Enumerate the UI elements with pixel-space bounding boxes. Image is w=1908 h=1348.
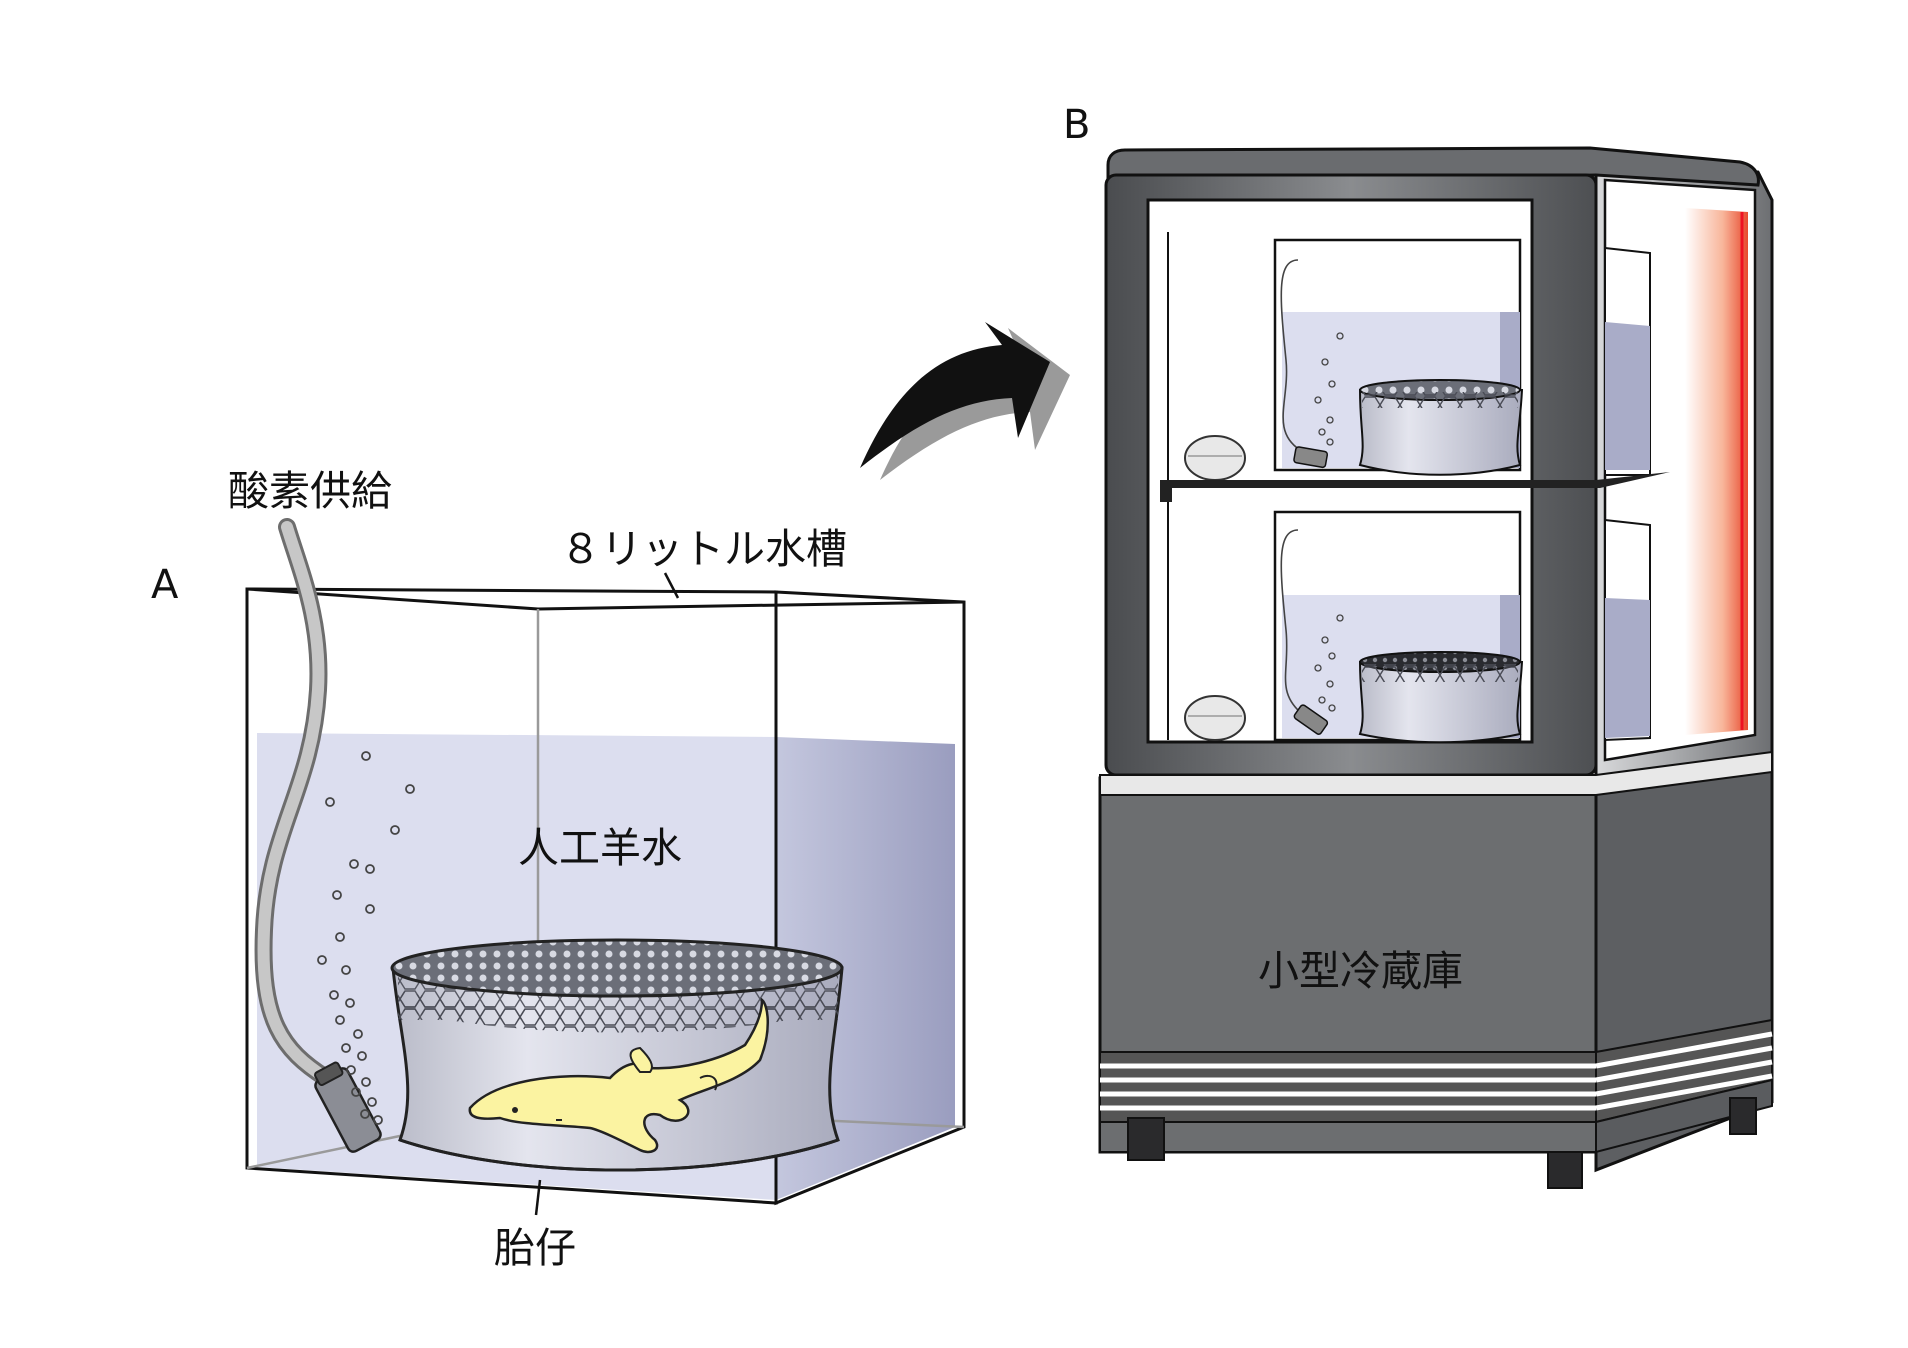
shark-embryo bbox=[468, 997, 769, 1154]
embryo-label: 胎仔 bbox=[494, 1224, 576, 1272]
tank-label: ８リットル水槽 bbox=[560, 525, 847, 573]
mini-refrigerator-label: 小型冷蔵庫 bbox=[1258, 947, 1463, 995]
air-stone bbox=[314, 1061, 382, 1153]
panel-a: A 酸素供給 ８リットル水槽 人工羊水 胎仔 bbox=[151, 467, 966, 1272]
fridge-feet bbox=[1127, 1097, 1757, 1189]
fridge-shelf bbox=[1160, 472, 1670, 488]
upper-tank bbox=[1184, 238, 1524, 481]
air-bubbles bbox=[317, 751, 415, 1125]
artificial-amniotic-fluid-label: 人工羊水 bbox=[518, 824, 682, 872]
panel-b: B bbox=[1063, 102, 1774, 1189]
heater-panel bbox=[1685, 208, 1748, 735]
oxygen-supply-label: 酸素供給 bbox=[228, 467, 392, 515]
lower-tank bbox=[1184, 510, 1524, 744]
panel-b-letter: B bbox=[1063, 102, 1090, 148]
transfer-arrow bbox=[860, 322, 1070, 480]
embryo-pointer bbox=[534, 1179, 542, 1216]
dish-mesh-lid bbox=[390, 938, 844, 998]
panel-a-letter: A bbox=[151, 562, 179, 608]
tank-label-pointer bbox=[663, 572, 680, 599]
fridge-base-stripes bbox=[1099, 1018, 1773, 1154]
